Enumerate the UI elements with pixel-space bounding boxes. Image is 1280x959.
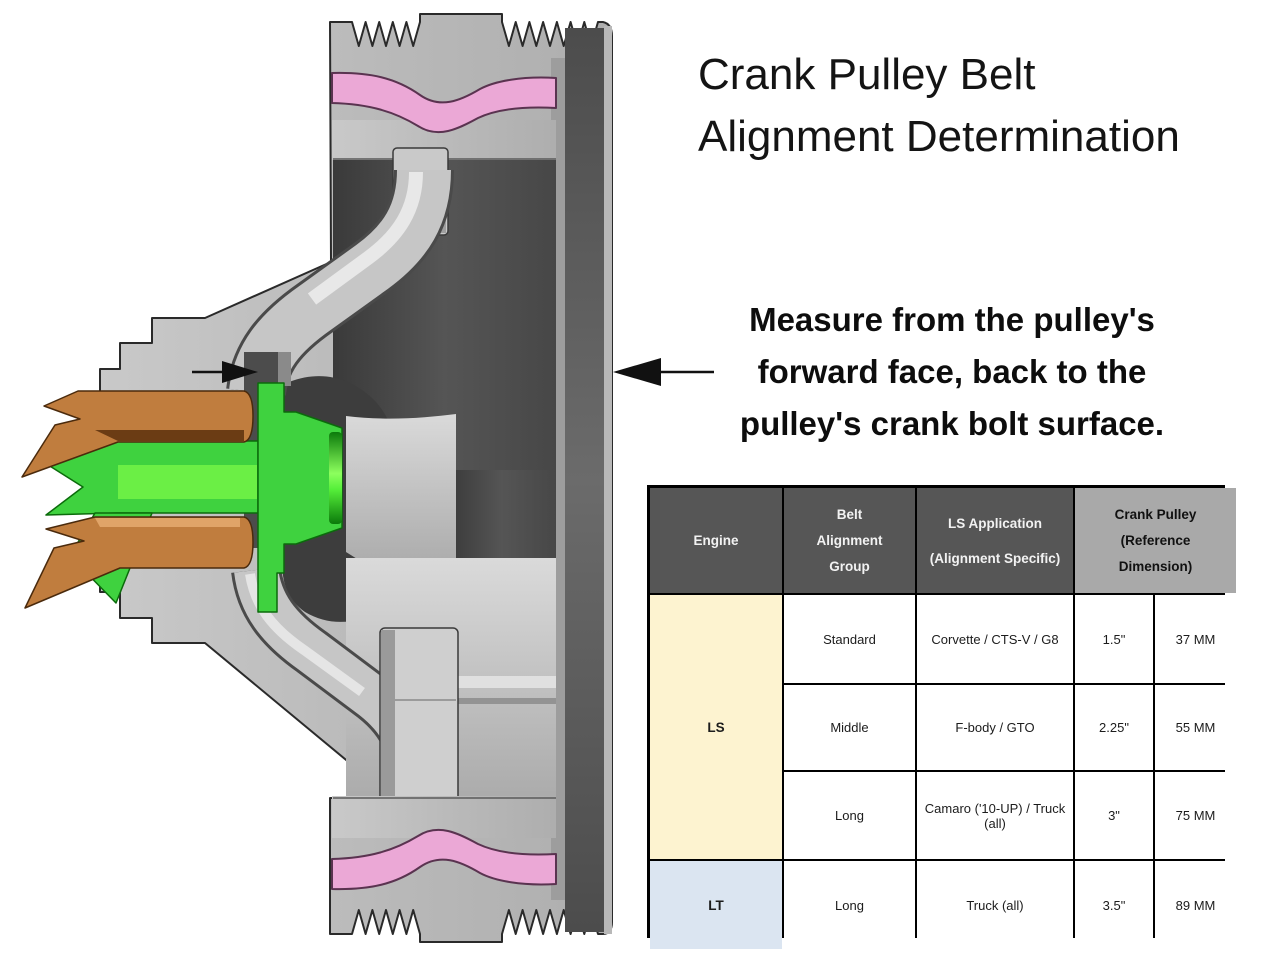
header-ls-application-line1: LS Application xyxy=(948,515,1042,531)
page-title-line1: Crank Pulley Belt xyxy=(698,50,1036,99)
measurement-annotation: Measure from the pulley's forward face, … xyxy=(692,294,1212,450)
annotation-line3: pulley's crank bolt surface. xyxy=(739,405,1165,442)
header-crank-pulley: Crank Pulley (Reference Dimension) xyxy=(1075,488,1236,593)
crank-pulley-reference-table: Engine Belt Alignment Group LS Applicati… xyxy=(647,485,1236,949)
forward-face-sliver xyxy=(278,352,291,386)
table-cell-mm: 75 MM xyxy=(1155,772,1236,859)
crank-bolt-shaft-highlight xyxy=(118,465,257,499)
damper-ring-top xyxy=(331,71,557,134)
header-ls-application-line2: (Alignment Specific) xyxy=(929,550,1061,566)
table-cell-mm: 55 MM xyxy=(1155,685,1236,770)
rim-outer-edge xyxy=(604,26,612,934)
rim-inner-stripe-dark xyxy=(565,28,604,932)
table-cell-group: Long xyxy=(784,861,915,949)
table-cell-mm: 89 MM xyxy=(1155,861,1236,949)
table-cell-application: Corvette / CTS-V / G8 xyxy=(917,595,1073,683)
table-cell-inches: 2.25" xyxy=(1075,685,1153,770)
annotation-arrow xyxy=(613,358,714,386)
table-cell-inches: 1.5" xyxy=(1075,595,1153,683)
engine-group-ls: LS xyxy=(650,595,782,859)
key-lower xyxy=(24,516,254,609)
header-belt-alignment-group: Belt Alignment Group xyxy=(784,488,915,593)
key-lower-highlight xyxy=(95,518,240,527)
table-cell-group: Standard xyxy=(784,595,915,683)
table-cell-inches: 3.5" xyxy=(1075,861,1153,949)
table-cell-inches: 3" xyxy=(1075,772,1153,859)
table-cell-group: Middle xyxy=(784,685,915,770)
page-title-line2: Alignment Determination xyxy=(698,112,1180,161)
annotation-line1: Measure from the pulley's xyxy=(749,301,1155,338)
annotation-line2: forward face, back to the xyxy=(757,353,1147,390)
table-cell-mm: 37 MM xyxy=(1155,595,1236,683)
hub-interior-dark-right xyxy=(448,470,556,560)
table-cell-application: Truck (all) xyxy=(917,861,1073,949)
page-title: Crank Pulley Belt Alignment Determinatio… xyxy=(698,44,1273,168)
table-cell-application: F-body / GTO xyxy=(917,685,1073,770)
forward-face-arrow xyxy=(192,361,258,383)
header-ls-application: LS Application (Alignment Specific) xyxy=(917,488,1073,593)
crank-bolt-head xyxy=(257,382,343,613)
table-cell-application: Camaro ('10-UP) / Truck (all) xyxy=(917,772,1073,859)
hub-bore-pocket xyxy=(346,414,456,569)
damper-ring-bottom xyxy=(331,828,557,891)
crank-keys-copper xyxy=(21,390,254,609)
key-upper-shadow xyxy=(95,430,244,441)
crank-bolt-head-edge xyxy=(329,432,342,524)
header-engine: Engine xyxy=(650,488,782,593)
bottom-slot-shade xyxy=(381,630,395,804)
table-cell-group: Long xyxy=(784,772,915,859)
engine-group-lt: LT xyxy=(650,861,782,949)
